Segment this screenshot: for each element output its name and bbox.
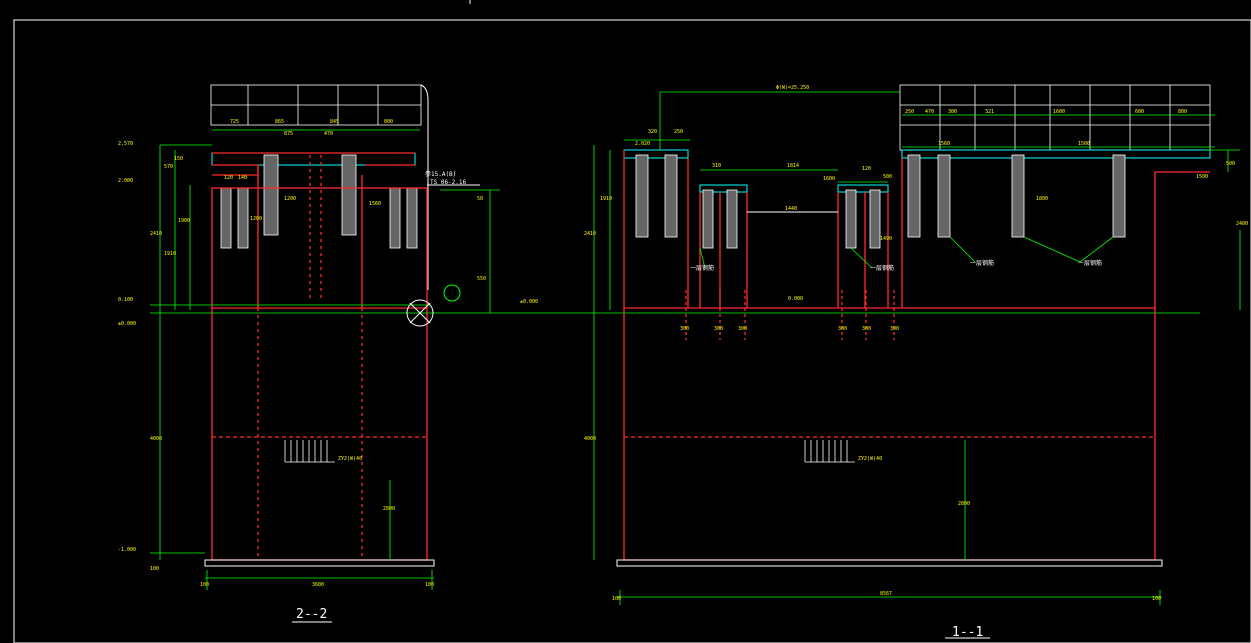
right-dim-lines — [593, 91, 1241, 605]
inner-dim-text: 1500 — [1078, 141, 1090, 147]
left-top-curve — [420, 84, 429, 290]
right-stair — [804, 440, 855, 463]
top-dim-text: 800 — [384, 119, 393, 125]
right-section-title: 1--1 — [952, 625, 983, 640]
note-text: 一层钢筋 — [690, 264, 714, 272]
vdim-text: 550 — [477, 276, 486, 282]
level-label: 2.570 — [118, 141, 133, 147]
level-label: 0.000 — [788, 296, 803, 302]
bottom-dim-label: 300 — [862, 326, 871, 332]
left-section-callout-circle — [406, 299, 434, 327]
inner-dim-text: 250 — [674, 129, 683, 135]
top-dim-text: 865 — [275, 119, 284, 125]
top-dim-text: 321 — [985, 109, 994, 115]
left-stair — [284, 440, 335, 463]
bottom-side-text: 100 — [1152, 596, 1161, 602]
beam-dim-text: 1560 — [369, 201, 381, 207]
section-left: 2--2 参15.A(B) TS 06-2.16 2.570 2.000 0.1… — [118, 84, 1200, 623]
inner-dim-text: 1600 — [823, 176, 835, 182]
detail-marker-circle — [443, 284, 461, 302]
right-base-slab — [616, 559, 1163, 567]
bottom-side-text: 100 — [425, 582, 434, 588]
top-dim-text: 250 — [905, 109, 914, 115]
top-dim-text: 470 — [324, 131, 333, 137]
level-label: -1.000 — [118, 547, 136, 553]
bottom-dim-text: 3600 — [312, 582, 324, 588]
left-slab-outline — [212, 152, 415, 176]
left-section-title: 2--2 — [296, 607, 327, 622]
right-beams — [635, 154, 1126, 249]
vdim-text: 150 — [174, 156, 183, 162]
left-base-slab — [204, 559, 435, 567]
vdim-text: 50 — [477, 196, 483, 202]
inner-dim-text: 310 — [712, 163, 721, 169]
top-dim-text: 875 — [284, 131, 293, 137]
inner-dim-text: 1560 — [938, 141, 950, 147]
left-walls — [211, 155, 428, 561]
water-label: ZY2(W)40 — [338, 456, 362, 462]
bottom-dim-label: 300 — [680, 326, 689, 332]
right-far-text: 2400 — [1236, 221, 1248, 227]
bottom-dim-label: 300 — [738, 326, 747, 332]
left-top-slab — [211, 152, 416, 166]
inner-dim-text: 320 — [648, 129, 657, 135]
note-text: 一层钢筋 — [1078, 259, 1102, 267]
inner-dim-text: 500 — [883, 174, 892, 180]
bottom-side-text: 100 — [200, 582, 209, 588]
left-beams — [220, 154, 418, 249]
beam-dim-text: 140 — [238, 175, 247, 181]
note-text: 一层钢筋 — [970, 259, 994, 267]
vdim-text: 2800 — [383, 506, 395, 512]
vdim-text: 2410 — [150, 231, 162, 237]
level-label: ±0.000 — [118, 321, 136, 327]
mid-dim-text: 1440 — [785, 206, 797, 212]
vdim-text: 2410 — [584, 231, 596, 237]
left-callout-text2: TS 06-2.16 — [430, 179, 467, 186]
section-right: 1--1 Φ(W)=25.250 250 470 300 321 1600 60… — [520, 84, 1248, 640]
bottom-dim-label: 300 — [890, 326, 899, 332]
top-dim-text: 800 — [1178, 109, 1187, 115]
bottom-dim-label: 300 — [714, 326, 723, 332]
drawing-frame — [13, 19, 1251, 643]
inner-dim-text: 2.020 — [635, 141, 650, 147]
bottom-dim-text: 8567 — [880, 591, 892, 597]
beam-dim-text: 1200 — [284, 196, 296, 202]
vdim-text: 1490 — [880, 236, 892, 242]
right-top-table — [899, 84, 1211, 151]
vdim-text: 4000 — [150, 436, 162, 442]
left-dim-lines — [150, 129, 1200, 590]
vdim-text: 100 — [150, 566, 159, 572]
top-dim-text: 725 — [230, 119, 239, 125]
upper-dim-text: Φ(W)=25.250 — [776, 85, 809, 91]
beam-dim-text: 120 — [224, 175, 233, 181]
level-label: 2.000 — [118, 178, 133, 184]
left-callout-text: 参15.A(B) — [425, 170, 456, 178]
vdim-text: 1900 — [178, 218, 190, 224]
right-dim-text: 1500 — [1196, 174, 1208, 180]
note-text: 一层钢筋 — [870, 264, 894, 272]
bottom-dim-label: 300 — [838, 326, 847, 332]
water-label: ZY2(W)40 — [858, 456, 882, 462]
vdim-text: 1800 — [1036, 196, 1048, 202]
vdim-text: 570 — [164, 164, 173, 170]
top-dim-text: 845 — [330, 119, 339, 125]
level-label: 0.100 — [118, 297, 133, 303]
vdim-text: 2800 — [958, 501, 970, 507]
beam-dim-text: 1200 — [250, 216, 262, 222]
inner-dim-text: 1814 — [787, 163, 799, 169]
vdim-text: 1910 — [164, 251, 176, 257]
top-dim-text: 600 — [1135, 109, 1144, 115]
top-dim-text: 300 — [948, 109, 957, 115]
vdim-text: 4000 — [584, 436, 596, 442]
top-dim-text: 470 — [925, 109, 934, 115]
top-dim-text: 1600 — [1053, 109, 1065, 115]
callout-cross-line — [409, 302, 431, 324]
inner-dim-text: 500 — [1226, 161, 1235, 167]
inner-dim-text: 120 — [862, 166, 871, 172]
vdim-text: 1910 — [600, 196, 612, 202]
bottom-side-text: 100 — [612, 596, 621, 602]
left-top-table — [210, 84, 422, 126]
level-label: ±0.000 — [520, 299, 538, 305]
